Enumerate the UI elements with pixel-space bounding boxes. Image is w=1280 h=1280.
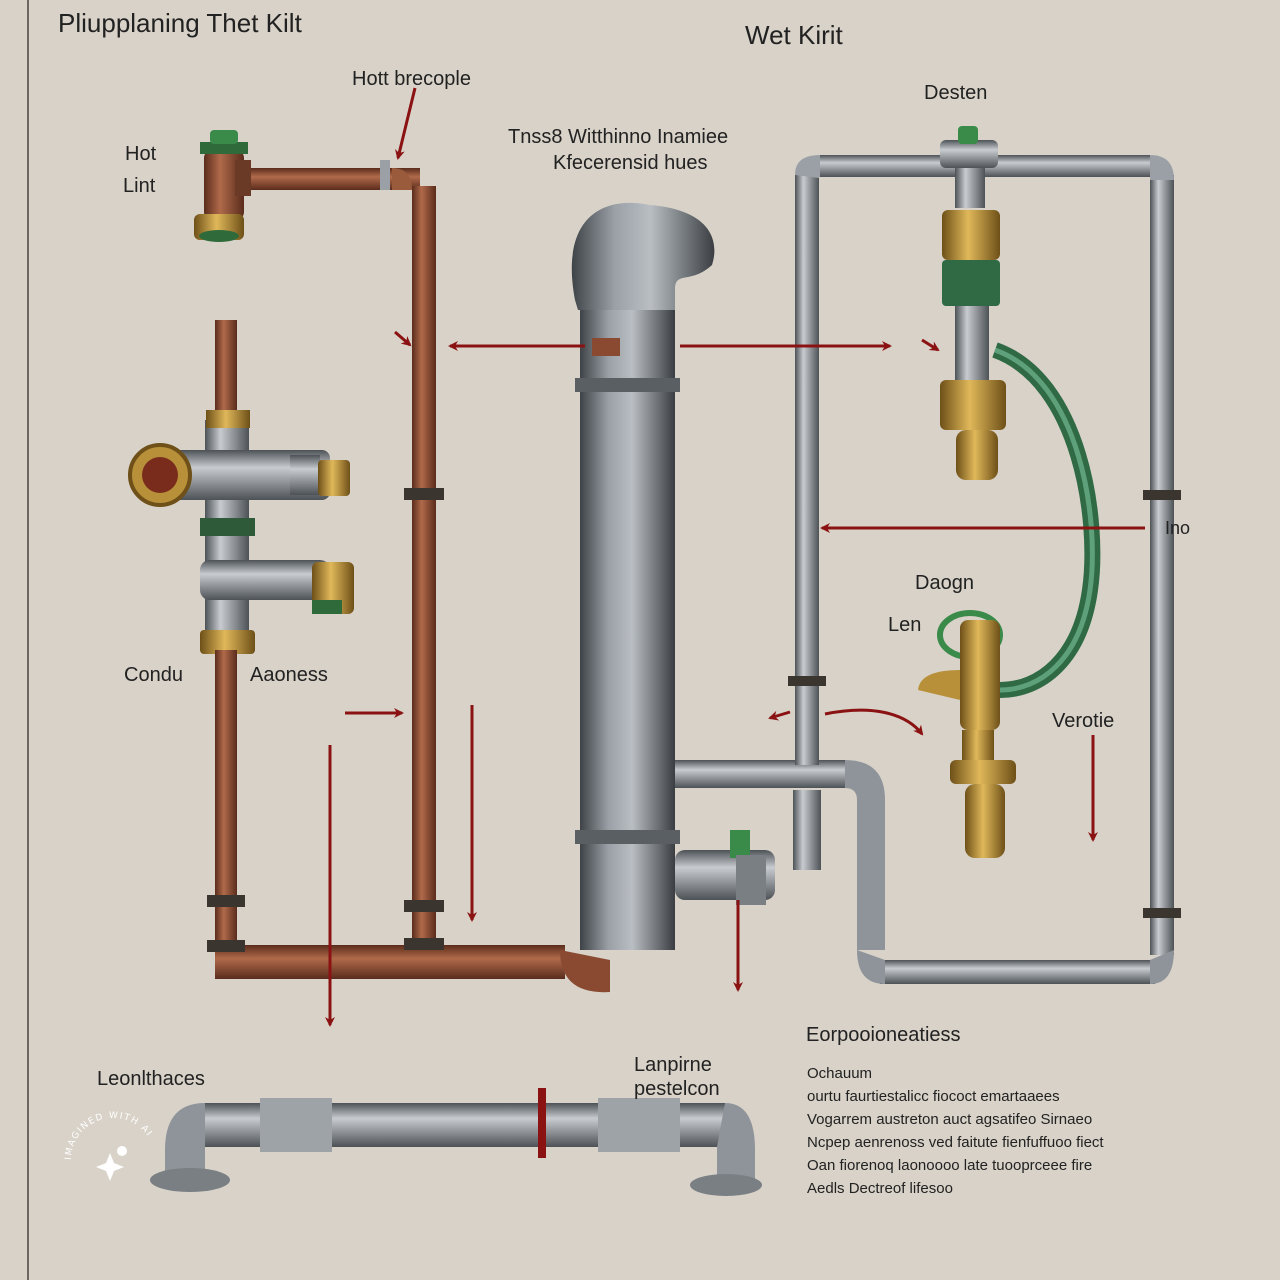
arrow-curve <box>824 708 924 736</box>
label-desten: Desten <box>924 82 988 104</box>
label-condu: Condu <box>124 664 183 686</box>
arrow-hot-brecople <box>395 87 417 160</box>
steel-return-loop <box>788 155 1181 984</box>
label-len: Len <box>888 614 922 636</box>
label-hot-brecople: Hott brecople <box>352 68 471 90</box>
notes-line: Ncpep aenrenoss ved faitute fienfuffuoo … <box>807 1134 1104 1151</box>
label-top-center-2: Kfecerensid hues <box>553 152 708 174</box>
label-ino: Ino <box>1165 518 1191 538</box>
label-aaoness: Aaoness <box>250 664 328 686</box>
label-verotie: Verotie <box>1052 710 1115 732</box>
hot-tap-fitting <box>194 130 251 242</box>
valve-assembly <box>128 410 354 680</box>
label-daogn: Daogn <box>915 572 974 594</box>
label-leonlthaces: Leonlthaces <box>97 1068 205 1090</box>
diagram-title: Pliupplaning Thet Kilt <box>58 8 302 38</box>
sparkle-dot-icon <box>117 1146 127 1156</box>
bottom-lateral-pipe <box>150 1088 762 1196</box>
arrow-small-left <box>394 330 412 347</box>
notes-line: Oan fiorenoq laonoooo late tuooprceee fi… <box>807 1157 1093 1174</box>
watermark-text: IMAGINED WITH AI <box>64 1111 153 1160</box>
drain-valve <box>918 610 1016 858</box>
notes-line: Aedls Dectreof lifesoo <box>807 1180 953 1197</box>
label-hot: Hot <box>125 143 157 165</box>
shutoff-valve-column <box>940 126 1006 480</box>
label-lanpirne: Lanpirne <box>634 1054 712 1076</box>
arrow-small-right <box>921 338 940 352</box>
watermark-badge: IMAGINED WITH AI <box>64 1111 154 1181</box>
label-top-center-1: Tnss8 Witthinno Inamiee <box>508 126 729 148</box>
notes-block: Ochauum ourtu faurtiestalicc fiococt ema… <box>807 1062 1237 1200</box>
diagram-subtitle: Wet Kirit <box>745 20 843 50</box>
arrow-left-mid <box>768 710 791 721</box>
main-stack-pipe <box>560 202 885 993</box>
svg-text:IMAGINED WITH AI: IMAGINED WITH AI <box>64 1111 154 1160</box>
sparkle-icon <box>96 1153 124 1181</box>
flow-arrows <box>325 87 1145 1027</box>
notes-heading: Eorpooioneatiess <box>806 1024 961 1046</box>
notes-line: Ochauum <box>807 1065 873 1082</box>
notes-line: Vogarrem austreton auct agsatifeo Sirnae… <box>807 1111 1093 1128</box>
label-lint: Lint <box>123 175 156 197</box>
notes-line: ourtu faurtiestalicc fiococt emartaaees <box>807 1088 1060 1105</box>
label-pestelcon: pestelcon <box>634 1078 720 1100</box>
